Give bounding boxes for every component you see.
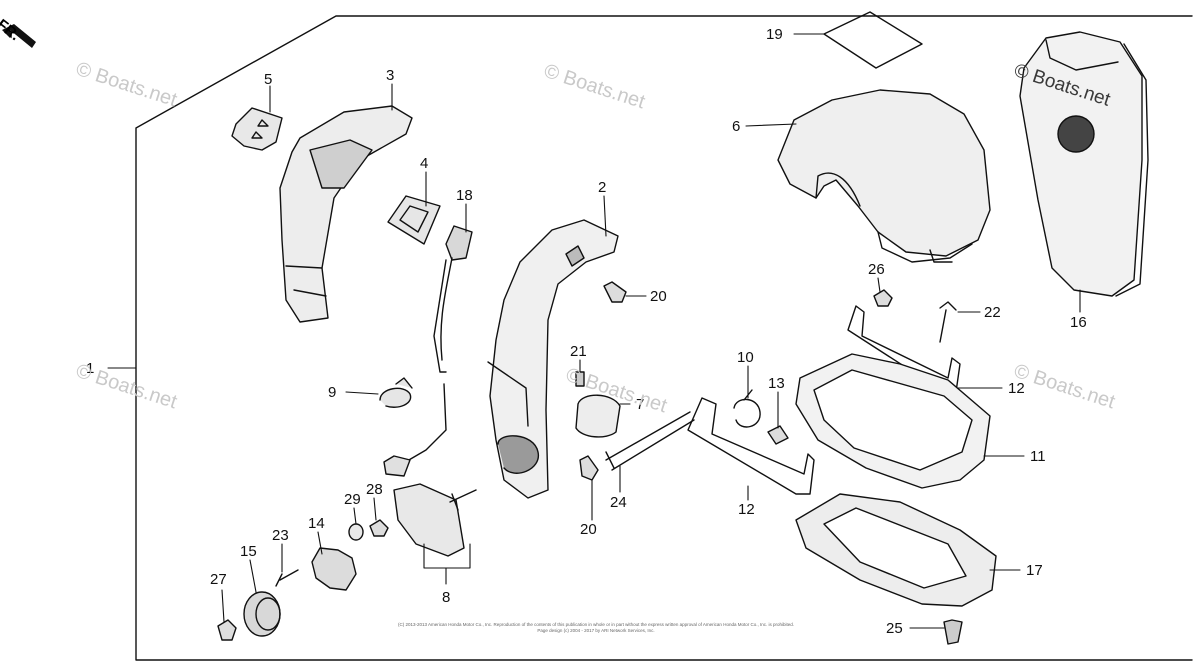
part-11-tray [795,353,991,489]
callout-25: 25 [886,620,903,637]
leader-2 [603,195,607,237]
callout-14: 14 [308,515,325,532]
part-6-top-cover [777,89,991,263]
leader-27 [221,589,225,623]
part-27-nut [217,619,237,641]
leader-29 [353,507,357,525]
part-2-lever-arm [487,219,619,499]
callout-9: 9 [328,384,336,401]
part-7-collar [575,394,621,438]
part-22-screw [939,301,957,343]
callout-4: 4 [420,155,428,172]
part-17-gasket [795,493,997,607]
leader-9 [345,391,379,395]
part-14-knob [311,547,357,591]
part-3-lever-grip [279,105,413,323]
part-4-gasket [387,195,441,245]
callout-27: 27 [210,571,227,588]
callout-26: 26 [868,261,885,278]
copyright-notice: (C) 2013-2013 American Honda Motor Co., … [326,622,866,634]
assembly-boundary [135,15,1193,661]
callout-15: 15 [240,543,257,560]
callout-29: 29 [344,491,361,508]
callout-7: 7 [636,396,644,413]
leader-28 [373,497,377,521]
part-29-washer [348,523,364,541]
callout-21: 21 [570,343,587,360]
callout-13: 13 [768,375,785,392]
callout-16: 16 [1070,314,1087,331]
part-13-small-clip [767,425,789,445]
callout-5: 5 [264,71,272,88]
part-15-wheel [243,591,281,637]
callout-24: 24 [610,494,627,511]
leader-6 [745,123,797,127]
callout-12b: 12 [738,501,755,518]
part-8-mount [393,483,477,557]
part-19-decal [823,11,923,69]
part-5-button [231,107,283,151]
copyright-line-2: Page design (c) 2004 - 2017 by ARI Netwo… [537,628,655,633]
front-arrow-icon [2,24,36,48]
leader-15 [249,559,257,593]
callout-6: 6 [732,118,740,135]
callout-12a: 12 [1008,380,1025,397]
callout-23: 23 [272,527,289,544]
part-18-switch-harness [383,225,473,477]
part-20-bolt-bottom [579,455,599,481]
callout-28: 28 [366,481,383,498]
callout-20b: 20 [580,521,597,538]
callout-1: 1 [86,360,94,377]
part-12-bracket-lower [687,397,815,495]
callout-10: 10 [737,349,754,366]
part-16-side-cover [1019,31,1149,297]
part-28-nut [369,519,389,537]
leader-14 [317,531,323,555]
part-10-clip [733,389,761,428]
part-21-pin [575,371,585,387]
part-24-long-bolt [605,411,695,471]
callout-17: 17 [1026,562,1043,579]
leader-26 [877,277,881,293]
part-25-plug [943,619,963,645]
callout-22: 22 [984,304,1001,321]
copyright-line-1: (C) 2013-2013 American Honda Motor Co., … [398,622,794,627]
callout-20a: 20 [650,288,667,305]
callout-11: 11 [1030,448,1046,465]
part-23-screw [275,569,299,587]
part-20-bolt-top [603,281,627,303]
part-26-nut [873,289,893,307]
callout-3: 3 [386,67,394,84]
callout-8: 8 [442,589,450,606]
callout-19: 19 [766,26,783,43]
callout-2: 2 [598,179,606,196]
leader-8 [423,543,471,585]
callout-18: 18 [456,187,473,204]
part-9-clamp [379,377,413,408]
